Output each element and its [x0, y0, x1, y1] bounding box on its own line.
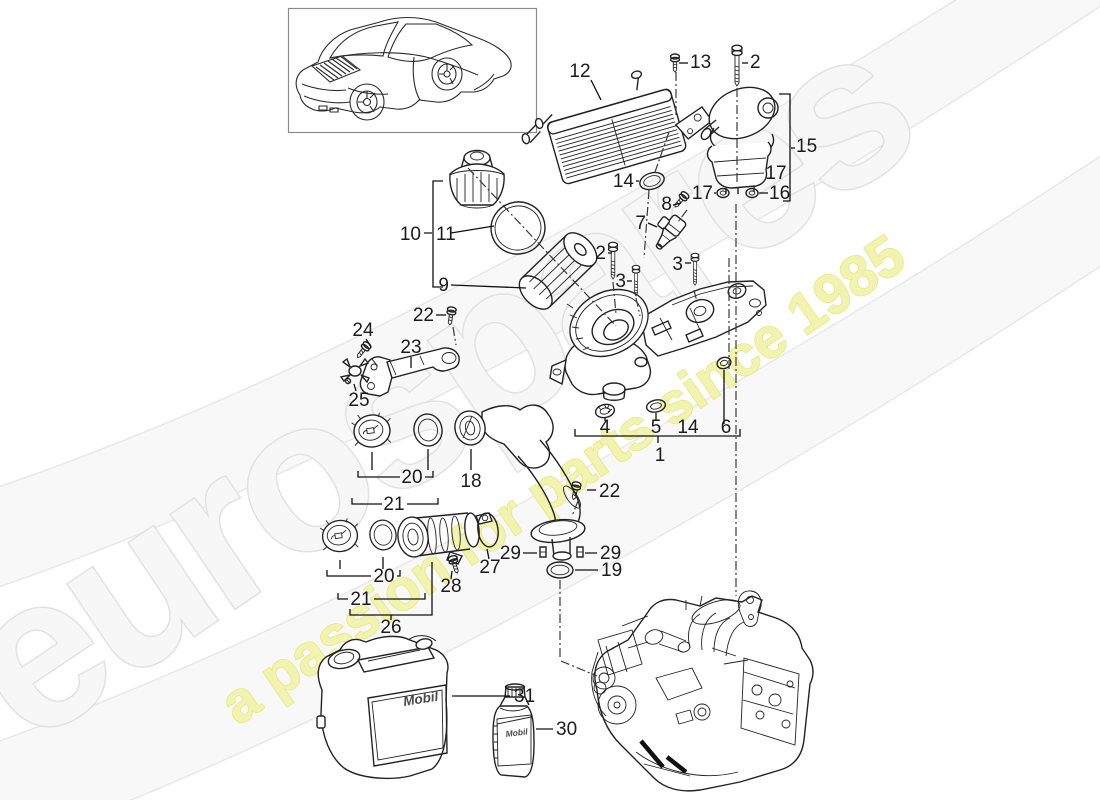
axis-lines [371, 72, 738, 677]
o-ring-4 [594, 403, 616, 419]
callout-5: 5 [651, 417, 662, 438]
oil-filter-console [549, 280, 767, 401]
callout-8: 8 [661, 194, 672, 215]
watermark-ribbon-lower [0, 155, 1100, 800]
callout-9: 9 [438, 275, 449, 296]
callout-21b: 21 [350, 589, 371, 610]
retaining-clamp [339, 357, 370, 385]
oil-filter-element [518, 232, 598, 310]
callout-26: 26 [380, 617, 401, 638]
jug-brand-label: Mobil [402, 689, 439, 709]
callout-20b: 20 [373, 566, 394, 587]
callout-7: 7 [635, 213, 646, 234]
car-inset [287, 7, 538, 134]
callout-2b: 2 [595, 243, 606, 264]
bottle-brand-label: Mobil [505, 726, 529, 739]
callout-17b: 17 [692, 183, 713, 204]
bolt-13 [669, 53, 681, 73]
callout-22a: 22 [413, 305, 434, 326]
callout-25: 25 [348, 390, 369, 411]
oil-filler-pipe-18 [454, 404, 586, 561]
grommet-29-left [539, 546, 547, 558]
porsche-911-illustration [295, 16, 512, 121]
leader-lines [326, 62, 795, 730]
oil-container-20l: Mobil [316, 635, 449, 780]
callout-labels: 12 13 2 15 17 17 16 14 8 7 2 3 3 10 11 9… [348, 52, 817, 740]
callout-20a: 20 [401, 467, 422, 488]
callout-1: 1 [655, 445, 666, 466]
callout-16: 16 [769, 183, 790, 204]
oil-pressure-sensor [655, 214, 687, 250]
callout-18: 18 [460, 471, 481, 492]
callout-3a: 3 [615, 271, 626, 292]
grommet-29-right [576, 546, 584, 558]
callout-10: 10 [400, 224, 421, 245]
callout-30: 30 [556, 719, 577, 740]
callout-29a: 29 [500, 543, 521, 564]
callout-13: 13 [690, 52, 711, 73]
o-ring-19 [546, 561, 574, 579]
oil-filter-cap [449, 149, 505, 209]
support-bracket [359, 347, 460, 397]
callout-4: 4 [600, 417, 611, 438]
callout-23: 23 [400, 337, 421, 358]
o-ring-14 [639, 171, 665, 191]
callout-22b: 22 [599, 481, 620, 502]
callout-29b: 29 [600, 543, 621, 564]
callout-3b: 3 [672, 254, 683, 275]
callout-17a: 17 [765, 163, 786, 184]
callout-14a: 14 [613, 171, 635, 192]
callout-21a: 21 [383, 494, 404, 515]
sealing-ring-11 [490, 201, 546, 255]
seal-16 [745, 187, 759, 199]
oil-bottle-1l: Mobil [492, 683, 535, 778]
callout-24: 24 [352, 320, 374, 341]
o-ring-6 [716, 356, 732, 370]
engine-assembly [591, 590, 814, 792]
callout-6: 6 [721, 417, 732, 438]
callout-12: 12 [569, 61, 590, 82]
seal-17 [716, 187, 730, 199]
oil-cooler [521, 70, 714, 185]
callout-19: 19 [601, 560, 622, 581]
callout-27: 27 [479, 557, 500, 578]
o-ring-5 [645, 399, 667, 413]
callout-28: 28 [440, 576, 461, 597]
oil-separator [700, 86, 779, 199]
callout-11: 11 [436, 224, 456, 245]
callout-2a: 2 [750, 52, 761, 73]
callout-14b: 14 [677, 417, 699, 438]
oil-filler-pipe-26 [397, 512, 493, 565]
callout-15: 15 [796, 136, 817, 157]
o-ring-27 [477, 512, 499, 548]
callout-31: 31 [514, 686, 535, 707]
